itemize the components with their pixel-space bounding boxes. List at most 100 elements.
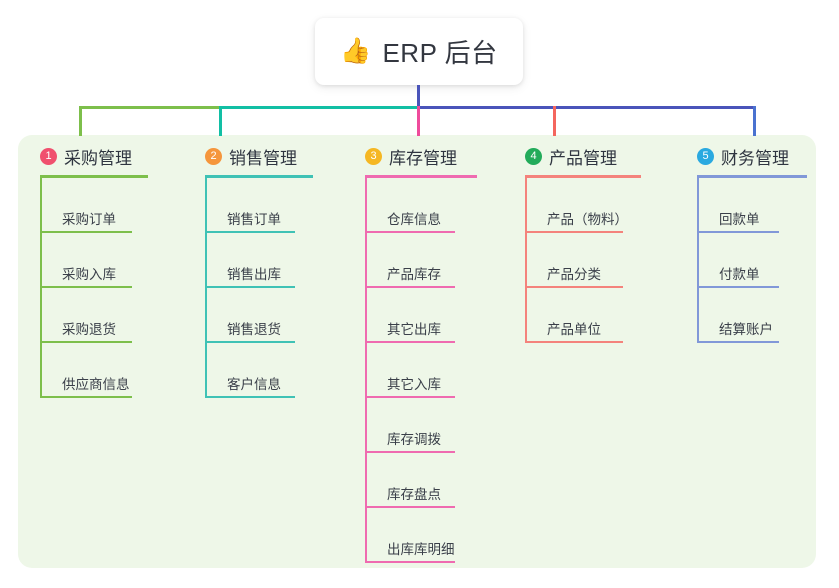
branch-stub-5: [753, 106, 756, 136]
bus-segment-right: [417, 106, 755, 109]
branch-item-label: 销售退货: [227, 322, 281, 337]
branch-item[interactable]: 供应商信息: [40, 343, 148, 398]
branch-column-5: 5 财务管理 回款单付款单结算账户: [697, 143, 807, 343]
branch-item[interactable]: 销售退货: [205, 288, 313, 343]
branch-item-rule: [365, 286, 455, 288]
branch-item-label: 产品单位: [547, 322, 601, 337]
branch-header-4[interactable]: 4 产品管理: [525, 143, 641, 169]
branch-item[interactable]: 销售出库: [205, 233, 313, 288]
branch-item[interactable]: 采购入库: [40, 233, 148, 288]
branch-title-2: 销售管理: [229, 148, 297, 168]
branch-header-rule-3: [365, 175, 477, 178]
branch-item[interactable]: 销售订单: [205, 178, 313, 233]
branch-item-rule: [365, 341, 455, 343]
branch-item-label: 其它入库: [387, 377, 441, 392]
branch-item-rule: [205, 341, 295, 343]
branch-item-rule: [525, 341, 623, 343]
branch-item-label: 采购订单: [62, 212, 116, 227]
branch-title-3: 库存管理: [389, 148, 457, 168]
root-node-title: ERP 后台: [382, 38, 498, 68]
branch-item-label: 产品库存: [387, 267, 441, 282]
branch-item[interactable]: 其它出库: [365, 288, 477, 343]
branch-item[interactable]: 产品（物料）: [525, 178, 641, 233]
thumbs-up-icon: 👍: [340, 37, 372, 65]
branch-item-label: 库存盘点: [387, 487, 441, 502]
branch-items-1: 采购订单采购入库采购退货供应商信息: [40, 178, 148, 398]
branch-header-rule-2: [205, 175, 313, 178]
branch-stub-1: [79, 106, 82, 136]
branch-item-rule: [365, 561, 455, 563]
branch-items-2: 销售订单销售出库销售退货客户信息: [205, 178, 313, 398]
branch-item[interactable]: 产品单位: [525, 288, 641, 343]
branch-item[interactable]: 产品库存: [365, 233, 477, 288]
branch-item-label: 库存调拨: [387, 432, 441, 447]
branch-item-label: 产品（物料）: [547, 212, 628, 227]
branch-item[interactable]: 客户信息: [205, 343, 313, 398]
branch-column-1: 1 采购管理 采购订单采购入库采购退货供应商信息: [40, 143, 148, 398]
branch-item[interactable]: 出库库明细: [365, 508, 477, 563]
branch-title-1: 采购管理: [64, 148, 132, 168]
branch-stub-4: [553, 106, 556, 136]
branch-item-rule: [697, 231, 779, 233]
branch-spine-2: [205, 178, 207, 398]
branch-item[interactable]: 结算账户: [697, 288, 807, 343]
branch-item-label: 其它出库: [387, 322, 441, 337]
branch-item-rule: [525, 231, 623, 233]
branch-title-5: 财务管理: [721, 148, 789, 168]
branch-item-rule: [40, 231, 132, 233]
branch-item[interactable]: 库存盘点: [365, 453, 477, 508]
branch-items-4: 产品（物料） 产品分类产品单位: [525, 178, 641, 343]
branch-item-rule: [525, 286, 623, 288]
branch-item-label: 产品分类: [547, 267, 601, 282]
branch-items-3: 仓库信息产品库存其它出库其它入库库存调拨库存盘点出库库明细: [365, 178, 477, 563]
branch-item[interactable]: 回款单: [697, 178, 807, 233]
branch-stub-3: [417, 106, 420, 136]
branch-item-rule: [205, 286, 295, 288]
root-node[interactable]: 👍 ERP 后台: [315, 18, 523, 85]
branch-item-label: 销售出库: [227, 267, 281, 282]
branch-header-rule-1: [40, 175, 148, 178]
branch-item-label: 付款单: [719, 267, 760, 282]
branch-item[interactable]: 付款单: [697, 233, 807, 288]
branch-item-label: 回款单: [719, 212, 760, 227]
branch-item[interactable]: 采购订单: [40, 178, 148, 233]
branch-header-2[interactable]: 2 销售管理: [205, 143, 313, 169]
bus-segment-middle: [219, 106, 417, 109]
branch-item-rule: [205, 231, 295, 233]
branch-badge-1: 1: [40, 147, 57, 165]
branch-item[interactable]: 其它入库: [365, 343, 477, 398]
branch-item-label: 结算账户: [719, 322, 773, 337]
bus-segment-left: [79, 106, 219, 109]
branch-item[interactable]: 库存调拨: [365, 398, 477, 453]
branch-item-label: 客户信息: [227, 377, 281, 392]
branch-spine-3: [365, 178, 367, 563]
branch-item-label: 仓库信息: [387, 212, 441, 227]
branch-item-rule: [40, 286, 132, 288]
branch-badge-2: 2: [205, 147, 222, 165]
branch-items-5: 回款单付款单结算账户: [697, 178, 807, 343]
branch-item-rule: [697, 341, 779, 343]
branch-item-rule: [40, 396, 132, 398]
branch-column-3: 3 库存管理 仓库信息产品库存其它出库其它入库库存调拨库存盘点出库库明细: [365, 143, 477, 563]
branch-header-rule-4: [525, 175, 641, 178]
branch-header-1[interactable]: 1 采购管理: [40, 143, 148, 169]
branch-header-rule-5: [697, 175, 807, 178]
diagram-panel: [18, 135, 816, 568]
branch-item-rule: [40, 341, 132, 343]
branch-header-3[interactable]: 3 库存管理: [365, 143, 477, 169]
branch-column-4: 4 产品管理 产品（物料） 产品分类产品单位: [525, 143, 641, 343]
branch-item[interactable]: 仓库信息: [365, 178, 477, 233]
root-trunk-connector: [417, 85, 420, 108]
branch-item[interactable]: 产品分类: [525, 233, 641, 288]
branch-spine-1: [40, 178, 42, 398]
branch-badge-3: 3: [365, 147, 382, 165]
branch-header-5[interactable]: 5 财务管理: [697, 143, 807, 169]
branch-item-rule: [365, 231, 455, 233]
branch-item-label: 出库库明细: [387, 542, 455, 557]
branch-item-label: 销售订单: [227, 212, 281, 227]
branch-badge-5: 5: [697, 147, 714, 165]
branch-item-rule: [205, 396, 295, 398]
branch-spine-5: [697, 178, 699, 343]
branch-item-label: 采购入库: [62, 267, 116, 282]
branch-item[interactable]: 采购退货: [40, 288, 148, 343]
